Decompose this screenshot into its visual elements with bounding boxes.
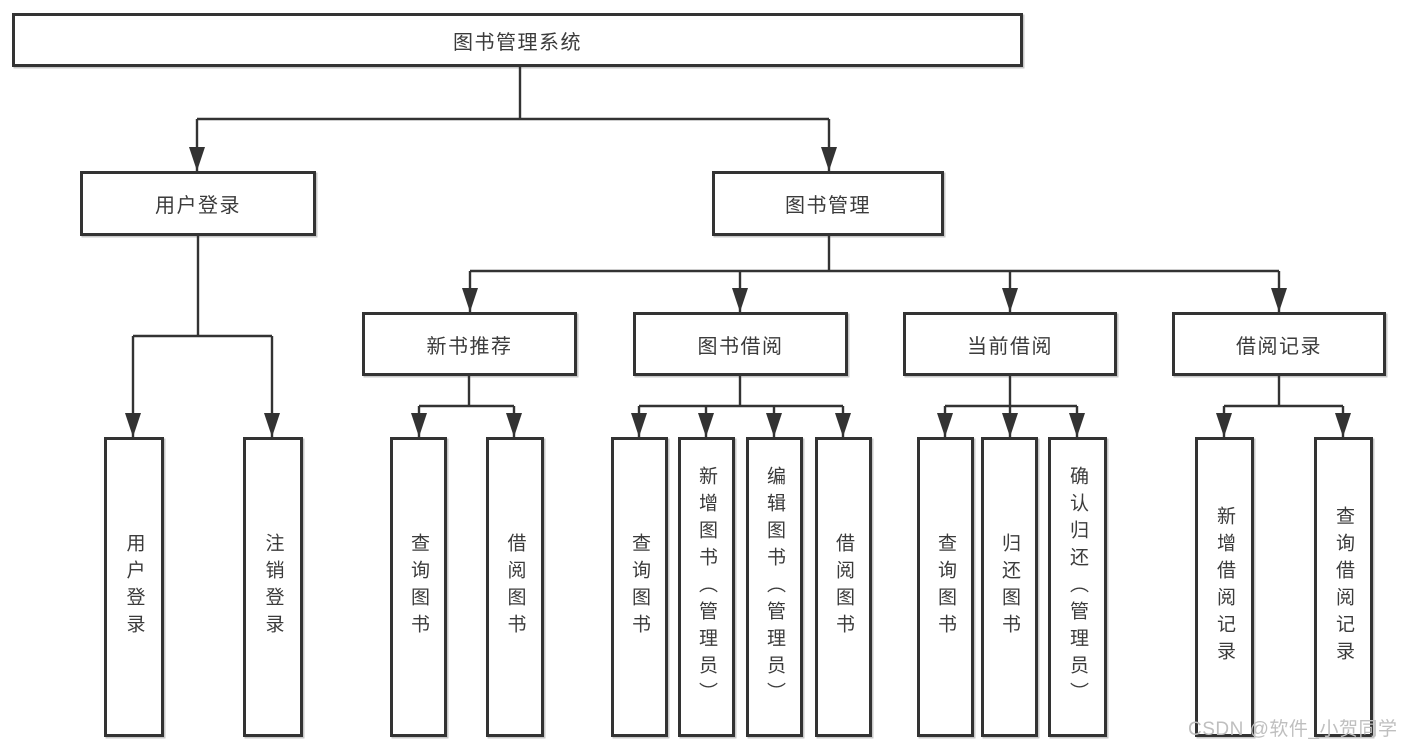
node-new-book-recommend: 新书推荐 <box>362 312 577 376</box>
leaf-logout: 注销登录 <box>243 437 303 737</box>
connector-newbook-branch <box>419 376 514 408</box>
connector-root-branch <box>197 67 829 121</box>
node-user-login-label: 用户登录 <box>155 195 241 217</box>
node-current-borrow: 当前借阅 <box>903 312 1117 376</box>
leaf-query-book-current: 查询图书 <box>917 437 974 737</box>
leaf-user-login-label: 用户登录 <box>123 533 145 641</box>
leaf-borrow-book-2-label: 借阅图书 <box>833 533 854 641</box>
connector-currentborrow-branch <box>945 376 1077 408</box>
connector-bookborrow-branch <box>639 376 843 408</box>
leaf-return-book: 归还图书 <box>981 437 1038 737</box>
leaf-add-borrow-record-label: 新增借阅记录 <box>1214 506 1235 668</box>
leaf-query-borrow-record-label: 查询借阅记录 <box>1333 506 1354 668</box>
leaf-logout-label: 注销登录 <box>262 533 284 641</box>
node-book-management-label: 图书管理 <box>785 195 871 217</box>
leaf-query-book-rec-label: 查询图书 <box>408 533 429 641</box>
connector-borrowrecord-branch <box>1224 376 1343 408</box>
connector-bookmgmt-branch <box>470 236 1279 273</box>
node-book-borrow-label: 图书借阅 <box>697 335 784 358</box>
leaf-query-borrow-record: 查询借阅记录 <box>1314 437 1373 737</box>
connector-userlogin-branch <box>133 236 272 338</box>
node-new-book-recommend-label: 新书推荐 <box>426 335 513 358</box>
leaf-borrow-book-rec-label: 借阅图书 <box>504 533 526 641</box>
leaf-borrow-book-2: 借阅图书 <box>815 437 872 737</box>
leaf-confirm-return-label: 确认归还（管理员） <box>1067 465 1088 709</box>
node-book-borrow: 图书借阅 <box>633 312 848 376</box>
node-user-login: 用户登录 <box>80 171 316 236</box>
node-current-borrow-label: 当前借阅 <box>967 335 1053 358</box>
leaf-query-book-current-label: 查询图书 <box>935 533 956 641</box>
leaf-user-login: 用户登录 <box>104 437 164 737</box>
leaf-add-borrow-record: 新增借阅记录 <box>1195 437 1254 737</box>
node-root-label: 图书管理系统 <box>453 31 582 54</box>
leaf-add-book-label: 新增图书（管理员） <box>696 465 717 709</box>
leaf-query-book-rec: 查询图书 <box>390 437 447 737</box>
csdn-watermark: CSDN @软件_小贺同学 <box>1188 719 1398 740</box>
leaf-return-book-label: 归还图书 <box>999 533 1020 641</box>
leaf-add-book: 新增图书（管理员） <box>678 437 735 737</box>
leaf-edit-book: 编辑图书（管理员） <box>746 437 803 737</box>
leaf-borrow-book-rec: 借阅图书 <box>486 437 544 737</box>
leaf-query-book-borrow: 查询图书 <box>611 437 668 737</box>
leaf-query-book-borrow-label: 查询图书 <box>629 533 650 641</box>
leaf-confirm-return: 确认归还（管理员） <box>1048 437 1107 737</box>
node-borrow-record: 借阅记录 <box>1172 312 1386 376</box>
leaf-edit-book-label: 编辑图书（管理员） <box>764 465 785 709</box>
node-borrow-record-label: 借阅记录 <box>1236 335 1322 358</box>
node-book-management: 图书管理 <box>712 171 944 236</box>
node-root: 图书管理系统 <box>12 13 1023 67</box>
